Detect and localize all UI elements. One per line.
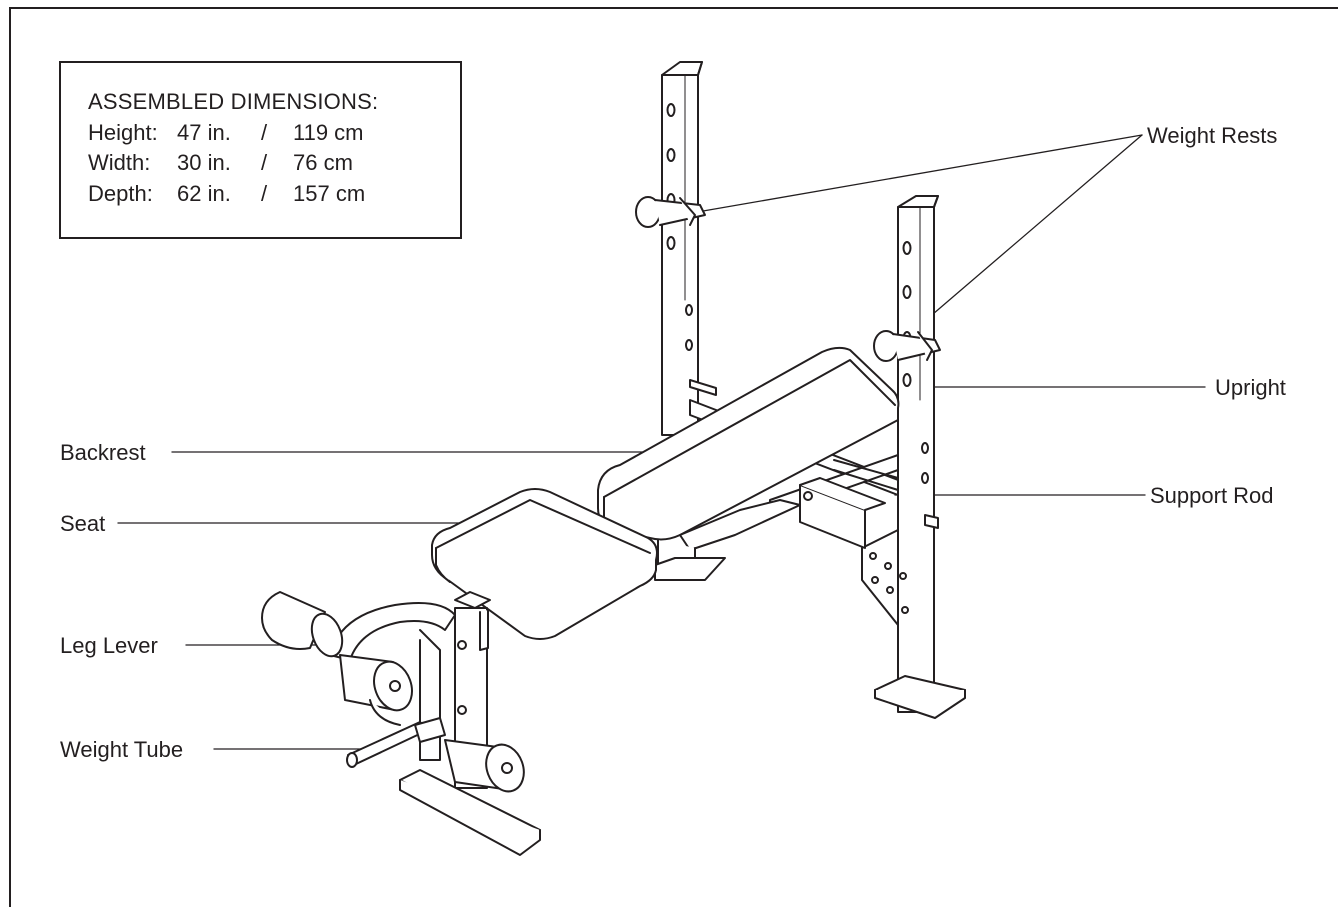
dimension-imperial: 30 in. <box>177 150 231 175</box>
label-weight-tube: Weight Tube <box>60 737 184 762</box>
dimension-separator: / <box>261 150 268 175</box>
label-seat: Seat <box>60 511 106 536</box>
dimension-label: Width: <box>88 150 151 175</box>
leg-lever <box>261 591 525 793</box>
dimension-label: Height: <box>88 120 158 145</box>
backrest-pad <box>597 346 900 581</box>
leader-weight-rest-right <box>904 134 1143 339</box>
page-frame <box>9 7 1338 907</box>
left-upright <box>635 61 717 436</box>
label-leg-lever: Leg Lever <box>60 633 158 658</box>
leader-weight-rest-left <box>679 134 1143 216</box>
dimension-row-width: Width: 30 in. / 76 cm <box>88 150 353 280</box>
label-weight-rests: Weight Rests <box>1147 123 1278 148</box>
leader-lines <box>117 134 1206 750</box>
dimension-row-depth: Depth: 62 in. / 157 cm <box>88 181 365 311</box>
dimension-separator: / <box>261 120 268 145</box>
dimension-separator: / <box>261 181 268 206</box>
front-post <box>399 591 541 856</box>
right-upright <box>861 195 966 719</box>
dimension-label: Depth: <box>88 181 153 206</box>
dimension-metric: 119 cm <box>293 120 364 145</box>
dimensions-box <box>59 61 462 239</box>
label-upright: Upright <box>1215 375 1286 400</box>
dimensions-title: ASSEMBLED DIMENSIONS: <box>88 89 379 114</box>
label-support-rod: Support Rod <box>1150 483 1274 508</box>
dimension-imperial: 47 in. <box>177 120 231 145</box>
dimension-metric: 76 cm <box>293 150 353 175</box>
label-backrest: Backrest <box>60 440 146 465</box>
dimension-row-height: Height: 47 in. / 119 cm <box>88 120 364 250</box>
dimension-imperial: 62 in. <box>177 181 231 206</box>
dimension-metric: 157 cm <box>293 181 366 206</box>
